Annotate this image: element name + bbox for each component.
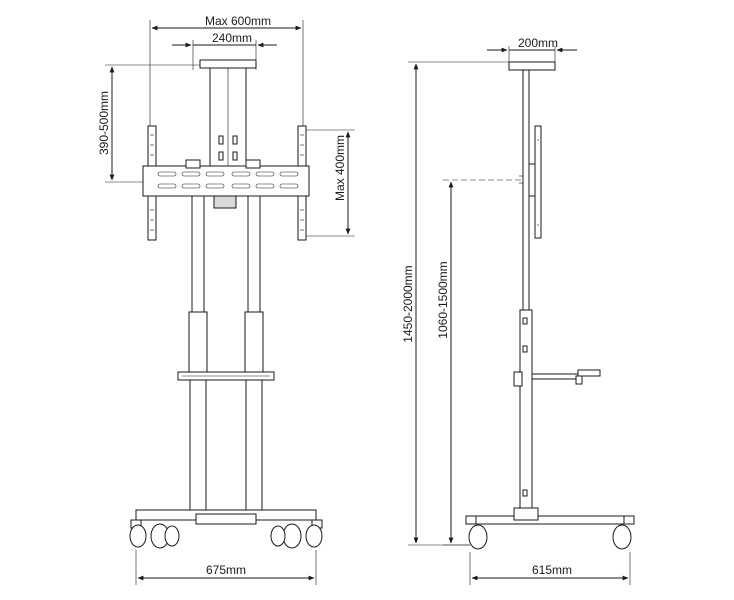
base-width-side-label: 615mm [532,563,572,577]
left-bottom-column [189,379,207,519]
right-upper-pole [247,195,261,315]
top-plate-label: 200mm [518,36,558,50]
dim-base-front: 675mm [135,550,317,585]
side-column [522,69,530,311]
dim-max-width: Max 600mm [149,14,304,130]
side-shelf [531,373,581,380]
side-tv-panel [534,125,542,239]
total-height-label: 1450-2000mm [401,265,415,342]
top-plate [199,59,257,69]
max-width-label: Max 600mm [205,14,271,28]
dim-vesa-height: 390-500mm [97,64,205,183]
side-lower-sleeve [519,309,533,511]
mounting-bracket [142,165,310,197]
front-view: Max 600mm 240mm 390-500mm Max 400mm [97,14,355,585]
front-casters [129,519,323,549]
dim-max-height: Max 400mm [303,129,355,237]
bracket-width-label: 240mm [212,31,252,45]
side-top-plate [508,61,556,71]
left-lower-sleeve [188,311,208,373]
right-bottom-column [245,379,263,519]
left-upper-pole [191,195,205,315]
center-height-label: 1060-1500mm [436,261,450,338]
side-base [469,515,631,525]
vesa-height-label: 390-500mm [97,91,111,155]
max-height-label: Max 400mm [333,135,347,201]
dim-center-height: 1060-1500mm [436,179,522,546]
bracket-slots [157,171,299,189]
right-lower-sleeve [244,311,264,373]
base-width-front-label: 675mm [206,563,246,577]
side-casters [465,515,635,550]
side-view: 200mm 1450-2000mm 1060-1500mm [401,36,635,585]
dim-total-height: 1450-2000mm [401,61,509,546]
dim-top-plate: 200mm [487,36,577,62]
dim-base-side: 615mm [469,552,631,585]
